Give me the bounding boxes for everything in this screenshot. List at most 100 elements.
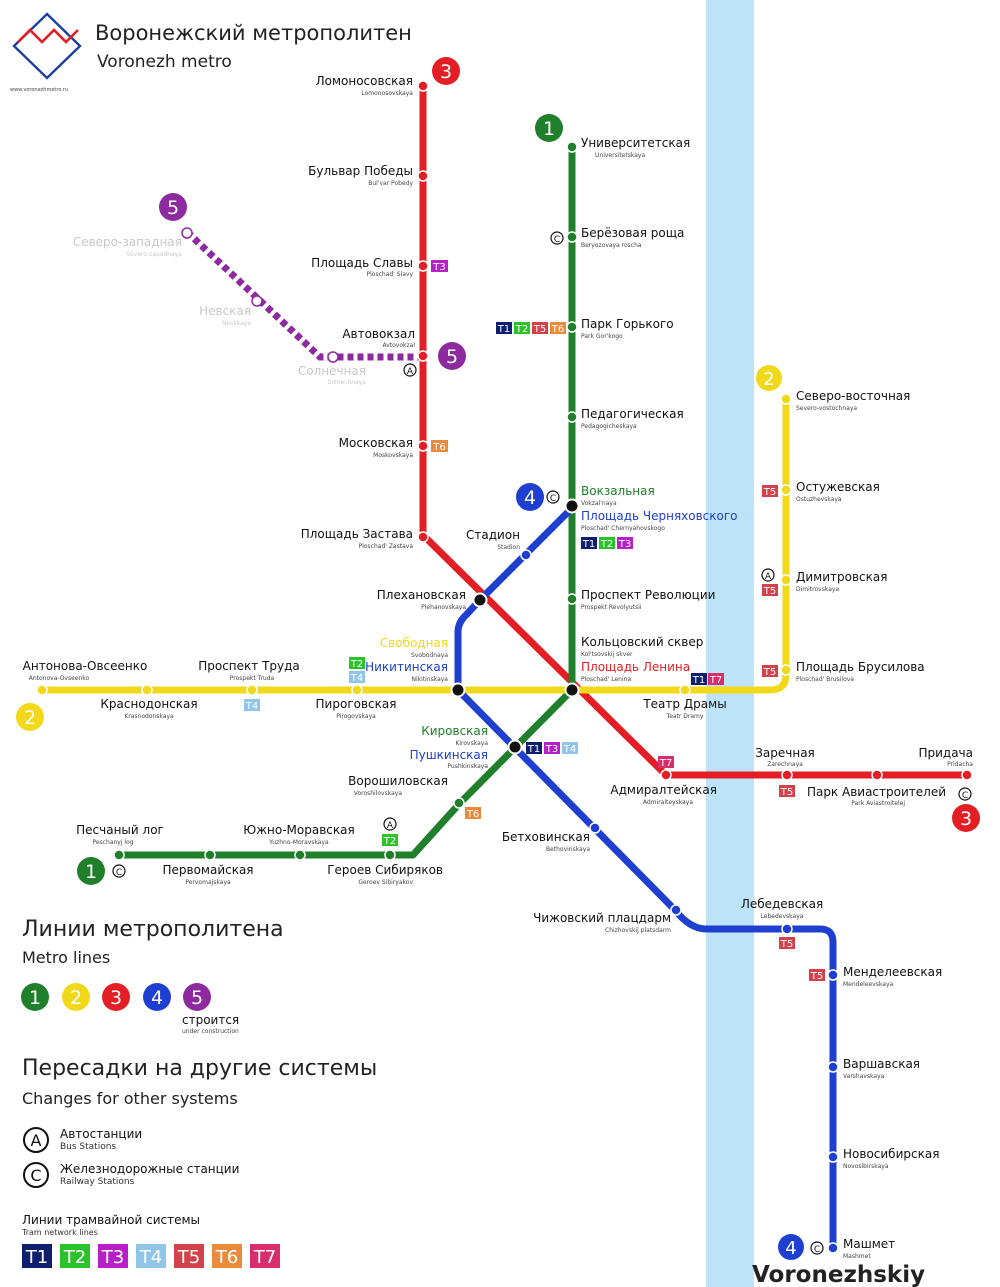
station-dot-ploshchad-zastava[interactable]: [417, 531, 429, 543]
tram-badge-t2-nikit: T2: [349, 657, 365, 670]
station-dot-park-aviastroiteley[interactable]: [871, 769, 883, 781]
station-dot-antonova-ovseenko[interactable]: [36, 684, 48, 696]
svg-text:T4: T4: [350, 673, 363, 684]
line-4-badge-top[interactable]: 4: [516, 483, 544, 511]
station-dot-avtovokzal[interactable]: [417, 350, 429, 362]
station-dot-ploshchad-slavy[interactable]: [417, 260, 429, 272]
label-lat-solnechnaya: Solnechnaya: [328, 379, 367, 386]
line-4-route: [454, 505, 837, 1250]
line-2-badge-top[interactable]: 2: [756, 365, 782, 391]
svg-text:T5: T5: [177, 1247, 200, 1268]
interchange-ploshchad-lenina[interactable]: [564, 682, 580, 698]
label-lat-park-gorkogo: Park Gor'kogo: [581, 333, 623, 340]
station-dot-ostuzhevskaya[interactable]: [780, 484, 792, 496]
station-dot-beryozovaya-roshcha[interactable]: [566, 231, 578, 243]
label-lat-plekhanovskaya: Plehanovskaya: [421, 604, 466, 611]
station-dot-pervomayskaya[interactable]: [204, 849, 216, 861]
svg-text:T5: T5: [763, 487, 776, 498]
legend-under-construction-en: under construction: [182, 1028, 239, 1035]
station-dot-moskovskaya[interactable]: [417, 440, 429, 452]
station-dot-lomonosovskaya[interactable]: [417, 80, 429, 92]
station-dot-voroshilovskaya[interactable]: [453, 797, 465, 809]
station-dot-prospekt-truda[interactable]: [246, 684, 258, 696]
legend-tram-t4: T4: [136, 1244, 166, 1268]
svg-text:T5: T5: [780, 787, 793, 798]
label-zarechnaya: Заречная: [755, 746, 815, 760]
line-1-badge-top[interactable]: 1: [535, 114, 563, 142]
station-dot-chizhovsky-platsdarm[interactable]: [670, 904, 682, 916]
tram-badge-t6-voroshil: T6: [465, 807, 481, 820]
label-kirovskaya: Кировская: [421, 724, 488, 738]
station-dot-peschany-log[interactable]: [113, 849, 125, 861]
svg-text:A: A: [31, 1131, 42, 1150]
tram-badge-t5-mendel: T5: [809, 969, 825, 982]
station-dot-prospekt-revolyutsii[interactable]: [566, 593, 578, 605]
station-dot-geroev-sibiryakov[interactable]: [384, 849, 396, 861]
label-pervomayskaya: Первомайская: [162, 863, 253, 877]
label-lat-varshavskaya: Varshavskaya: [843, 1073, 885, 1080]
station-dot-admiralteyskaya[interactable]: [660, 769, 672, 781]
station-dot-universitetskaya[interactable]: [566, 141, 578, 153]
label-svobodnaya: Свободная: [380, 636, 448, 650]
station-dot-yuzhno-moravskaya[interactable]: [294, 849, 306, 861]
label-stadion: Стадион: [466, 528, 520, 542]
label-lat-antonova-ovseenko: Antonova-Ovseenko: [29, 675, 90, 682]
line-2-badge-west[interactable]: 2: [16, 703, 44, 731]
svg-text:4: 4: [151, 987, 163, 1009]
station-dot-solnechnaya[interactable]: [327, 351, 339, 363]
svg-text:T4: T4: [139, 1247, 162, 1268]
station-dot-dimitrovskaya[interactable]: [780, 574, 792, 586]
label-lat-nevskaya: Nevskaya: [222, 320, 251, 327]
line-3-route: [419, 84, 968, 779]
label-universitetskaya: Университетская: [581, 136, 690, 150]
label-lat-pedagogicheskaya: Pedagogicheskaya: [581, 423, 637, 430]
label-lat-krasnodonskaya: Krasnodonskaya: [124, 713, 174, 720]
label-ostuzhevskaya: Остужевская: [796, 480, 880, 494]
station-dot-stadion[interactable]: [520, 549, 532, 561]
line-1-badge-south[interactable]: 1: [77, 857, 105, 885]
station-dot-pedagogicheskaya[interactable]: [566, 411, 578, 423]
station-dot-mashmet[interactable]: [827, 1242, 839, 1254]
station-dot-zarechnaya[interactable]: [781, 769, 793, 781]
station-dot-krasnodonskaya[interactable]: [141, 684, 153, 696]
station-dot-nevskaya[interactable]: [251, 295, 263, 307]
interchange-nikitinskaya[interactable]: [450, 682, 466, 698]
label-ploshchad-lenina: Площадь Ленина: [581, 660, 690, 674]
label-mendeleevskaya: Менделеевская: [843, 965, 942, 979]
line-3-badge-east[interactable]: 3: [952, 804, 980, 832]
station-dot-betkhovinskaya[interactable]: [589, 822, 601, 834]
station-dot-teatr-dramy[interactable]: [679, 684, 691, 696]
interchange-vokzalnaya[interactable]: [564, 498, 580, 514]
label-lat-chizhovsky-platsdarm: Chizhovskij platsdarm: [605, 927, 671, 934]
station-dot-mendeleevskaya[interactable]: [827, 969, 839, 981]
tram-badge-t2-gorkogo: T2: [514, 322, 530, 335]
station-dot-severo-zapadnaya[interactable]: [181, 227, 193, 239]
station-dot-varshavskaya[interactable]: [827, 1061, 839, 1073]
label-lat-mendeleevskaya: Mendeleevskaya: [843, 981, 893, 988]
svg-text:1: 1: [543, 118, 555, 140]
station-dot-ploshchad-brusilova[interactable]: [780, 664, 792, 676]
line-4-badge-south[interactable]: 4: [778, 1234, 804, 1260]
station-dot-pridacha[interactable]: [961, 769, 973, 781]
label-lat-avtovokzal: Avtovokzal: [382, 342, 415, 349]
station-dot-lebedevskaya[interactable]: [781, 923, 793, 935]
interchange-plekhanovskaya[interactable]: [472, 592, 488, 608]
line-5-badge-east[interactable]: 5: [438, 342, 466, 370]
legend-line-2-icon: 2: [62, 983, 90, 1011]
line-5-badge-top[interactable]: 5: [159, 193, 187, 221]
svg-text:A: A: [387, 821, 394, 831]
label-lat-lebedevskaya: Lebedevskaya: [761, 913, 804, 920]
page-title-ru: Воронежский метрополитен: [95, 21, 412, 45]
label-prospekt-revolyutsii: Проспект Революции: [581, 588, 715, 602]
line-3-badge-top[interactable]: 3: [432, 57, 460, 85]
station-dot-pirogovskaya[interactable]: [351, 684, 363, 696]
station-dot-park-gorkogo[interactable]: [566, 321, 578, 333]
interchanges: [450, 498, 580, 755]
station-dot-bulvar-pobedy[interactable]: [417, 170, 429, 182]
legend-metro-title-ru: Линии метрополитена: [22, 917, 284, 942]
svg-text:T1: T1: [527, 744, 540, 755]
station-dot-novosibirskaya[interactable]: [827, 1151, 839, 1163]
svg-text:T3: T3: [618, 539, 631, 550]
station-dot-severo-vostochnaya[interactable]: [780, 393, 792, 405]
interchange-kirovskaya[interactable]: [507, 739, 523, 755]
